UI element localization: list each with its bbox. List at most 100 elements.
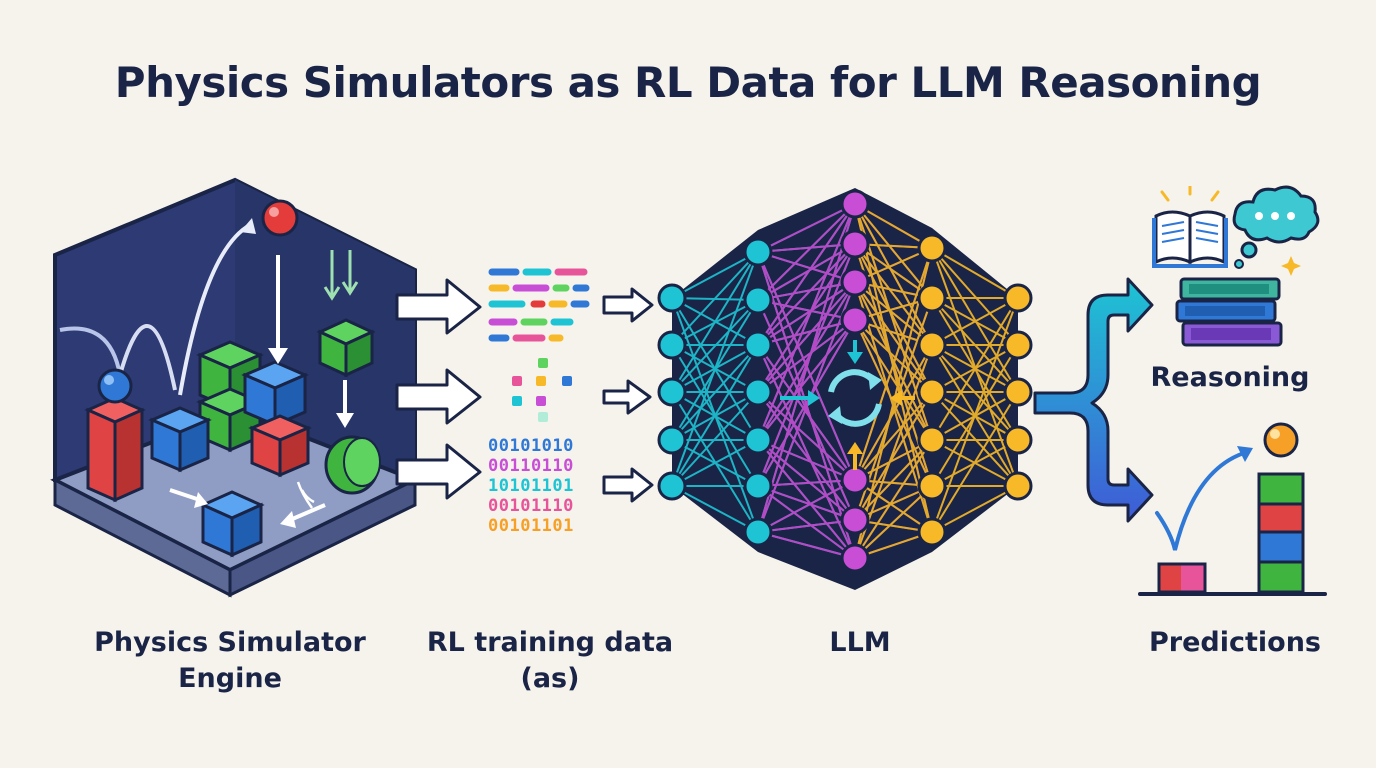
network-edge [757,243,856,393]
network-node [840,267,870,297]
network-edge [757,203,856,533]
network-edge [757,479,856,487]
network-edge [757,243,856,301]
network-edge [757,319,856,487]
network-edge [757,319,856,441]
reasoning-label: Reasoning [1150,362,1310,393]
network-edge [854,391,933,481]
network-node [917,471,947,501]
network-node [657,471,687,501]
network-edge [671,251,759,299]
binary-row: 00101110 [488,496,574,516]
network-edge [854,203,933,299]
thought-bubble-icon [1232,185,1320,276]
network-node [1003,283,1033,313]
network-edge [757,281,856,441]
network-edge [671,251,759,346]
network-node [917,425,947,455]
network-node [743,237,773,267]
network-node [840,229,870,259]
network-edge [671,344,759,441]
network-edge [757,485,856,559]
network-edge [671,439,759,487]
network-node [657,377,687,407]
network-edge [757,299,856,321]
network-edge [854,247,933,481]
network-edge [757,439,856,521]
network-node [657,283,687,313]
network-edge [757,281,856,533]
network-edge [931,297,1019,346]
network-node [917,377,947,407]
network-edge [931,247,1019,299]
predictions-label: Predictions [1148,627,1321,658]
inner-arrow-head [847,442,863,454]
network-edge [931,391,1019,533]
network-edge [671,299,759,393]
physics-cube-scene-icon [50,177,420,598]
inner-arrow-head [847,352,863,364]
network-node [1003,330,1033,360]
network-edge [854,203,933,346]
binary-row: 00101101 [488,516,574,536]
network-node [657,425,687,455]
network-edge [757,479,856,533]
network-edge [854,485,933,559]
network-node [743,377,773,407]
network-edge [931,297,1019,441]
network-edge [931,297,1019,533]
simulator-label: Physics Simulator Engine [80,625,380,697]
network-edge [757,203,856,441]
network-node [743,425,773,455]
sync-icon [828,369,882,427]
network-node [917,517,947,547]
network-edge [757,203,856,346]
network-edge [931,247,1019,346]
network-node [840,189,870,219]
network-edge [931,485,1019,533]
page-title: Physics Simulators as RL Data for LLM Re… [114,58,1262,107]
network-edge [854,281,933,393]
network-edge [671,251,759,393]
neural-network-icon [657,188,1033,590]
network-edge [854,479,933,533]
simulator-label-line2: Engine [178,663,282,694]
binary-row: 00110110 [488,456,574,476]
simulator-label-line1: Physics Simulator [94,627,366,658]
network-edge [757,531,856,559]
network-edge [757,203,856,253]
network-edge [757,299,856,521]
arrow-icon [1033,277,1154,523]
network-node [743,471,773,501]
network-edge [757,391,856,481]
network-edge [931,247,1019,487]
code-lines-icon [488,268,590,422]
network-node [840,543,870,573]
inner-arrow-head [890,390,902,406]
network-edge [854,203,933,249]
book-icon [1152,186,1228,268]
network-edge [854,243,933,346]
book-stack-icon [1175,277,1283,347]
network-edge [757,519,856,533]
block-tower-icon [1138,422,1327,596]
network-edge [757,281,856,393]
network-edge [671,251,759,487]
network-node [1003,471,1033,501]
network-node [917,233,947,263]
network-edge [671,391,759,487]
binary-row: 00101010 [488,436,574,456]
rl-data-label: RL training data (as) [400,625,700,697]
arrow-icon [602,287,654,503]
network-node [840,305,870,335]
network-node [1003,425,1033,455]
network-edge [854,319,933,441]
rl-data-label-line1: RL training data [426,627,674,658]
network-node [743,285,773,315]
network-edge [757,203,856,301]
binary-row: 10101101 [488,476,574,496]
rl-data-label-line2: (as) [520,663,580,694]
network-node [917,330,947,360]
network-node [840,505,870,535]
